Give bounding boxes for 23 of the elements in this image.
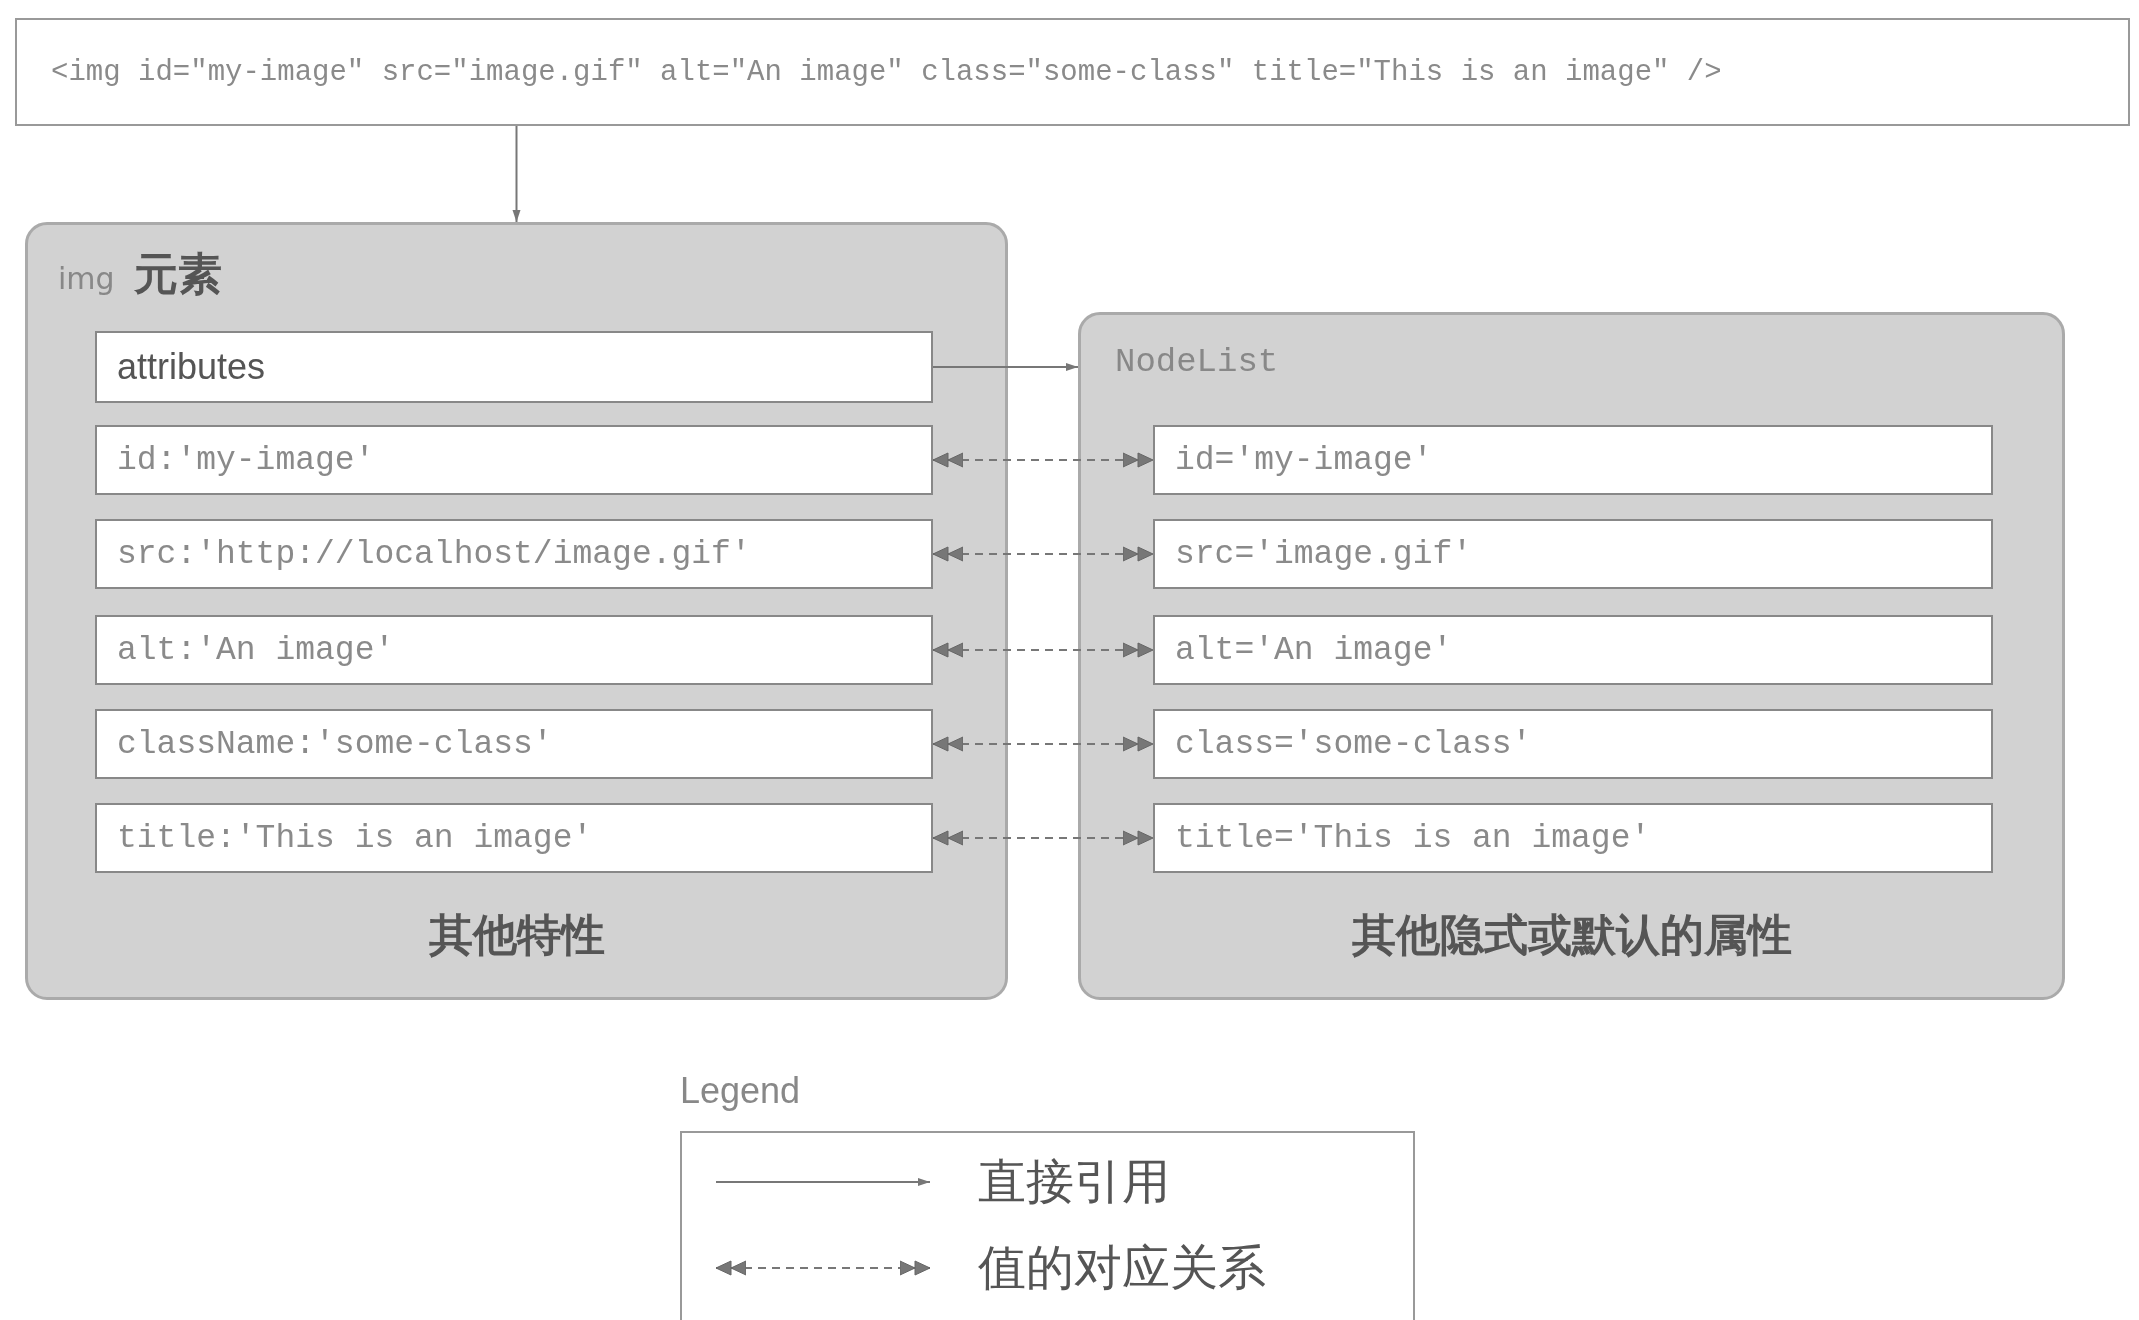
field-box: title:'This is an image': [95, 803, 933, 873]
field-box: attributes: [95, 331, 933, 403]
panel-caption: 其他隐式或默认的属性: [1350, 908, 1793, 962]
field-box: className:'some-class': [95, 709, 933, 779]
panel-title: NodeList: [1115, 343, 1279, 381]
legend-text: 直接引用: [978, 1152, 1170, 1211]
field-box: src:'http://localhost/image.gif': [95, 519, 933, 589]
code-box: <img id="my-image" src="image.gif" alt="An image" class="some-class" title="This is an image" />: [15, 18, 2130, 126]
group-panel: [25, 222, 1008, 1000]
field-box: id='my-image': [1153, 425, 1993, 495]
arrow: [932, 363, 1079, 371]
legend-text: 值的对应关系: [978, 1238, 1266, 1297]
field-box: class='some-class': [1153, 709, 1993, 779]
panel-caption: 其他特性: [427, 908, 606, 962]
field-box: id:'my-image': [95, 425, 933, 495]
legend-title: Legend: [680, 1070, 801, 1112]
field-box: src='image.gif': [1153, 519, 1993, 589]
panel-title: img 元素: [58, 247, 223, 301]
group-panel: [1078, 312, 2065, 1000]
field-box: alt='An image': [1153, 615, 1993, 685]
field-box: title='This is an image': [1153, 803, 1993, 873]
arrow: [512, 125, 521, 223]
field-box: alt:'An image': [95, 615, 933, 685]
